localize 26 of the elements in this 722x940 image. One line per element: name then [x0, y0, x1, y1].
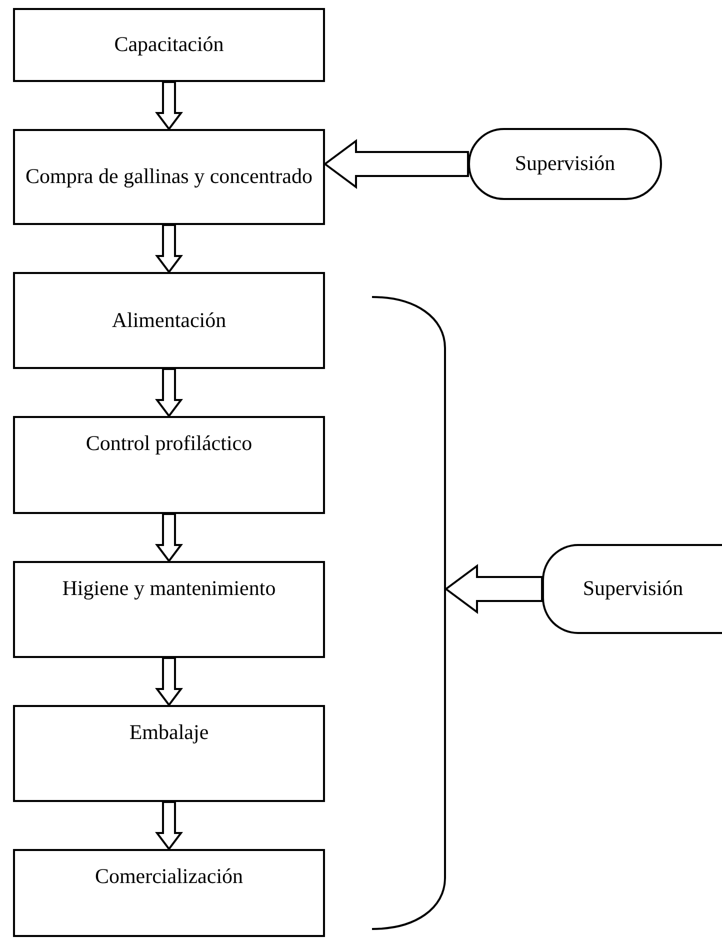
- step-label: Embalaje: [128, 719, 210, 746]
- block-arrow: [155, 657, 183, 707]
- block-arrow: [155, 801, 183, 851]
- block-arrow: [155, 513, 183, 563]
- rounded-terminal: [542, 544, 722, 634]
- block-arrow: [155, 368, 183, 418]
- process-box: [13, 8, 325, 82]
- step-label: Alimentación: [110, 306, 228, 334]
- process-box: [13, 849, 325, 937]
- step-label: Compra de gallinas y concentrado: [24, 163, 314, 190]
- process-box: [13, 129, 325, 225]
- step-label: Comercialización: [94, 863, 244, 890]
- block-arrow: [155, 81, 183, 131]
- step-label: Capacitación: [113, 31, 225, 58]
- block-arrow: [444, 564, 543, 614]
- step-label: Supervisión: [514, 150, 616, 178]
- step-label: Higiene y mantenimiento: [61, 575, 277, 602]
- process-box: [13, 416, 325, 514]
- block-arrow: [155, 224, 183, 274]
- process-box: [13, 272, 325, 369]
- curly-bracket: [372, 296, 446, 930]
- process-box: [13, 705, 325, 802]
- step-label: Supervisión: [582, 575, 684, 602]
- block-arrow: [323, 139, 469, 189]
- step-label: Control profiláctico: [84, 430, 254, 457]
- process-box: [13, 561, 325, 658]
